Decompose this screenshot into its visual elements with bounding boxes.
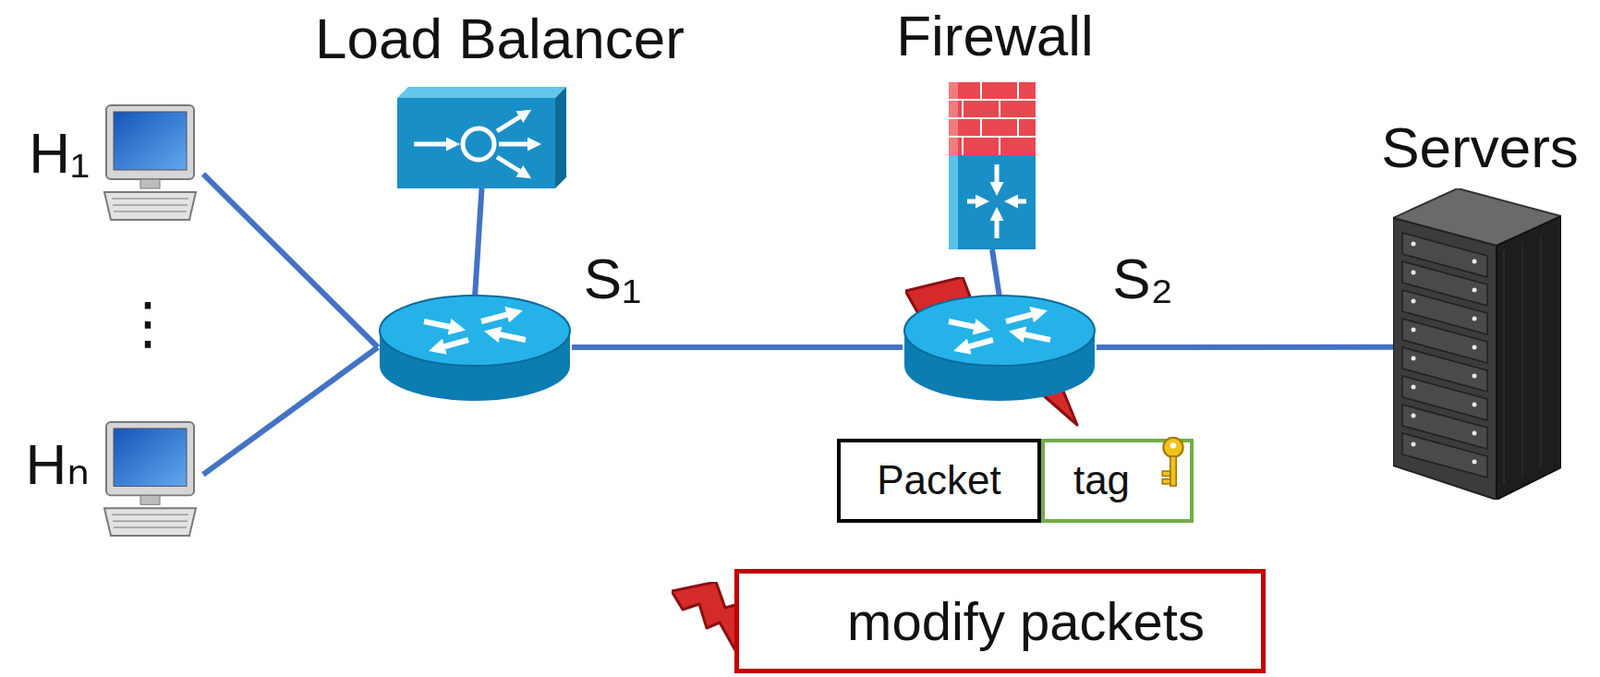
load-balancer: Load Balancer bbox=[397, 86, 567, 189]
node-label: H₁ bbox=[28, 121, 90, 185]
ellipsis-label: ⋮ bbox=[119, 291, 177, 355]
node-label: Servers bbox=[1381, 116, 1579, 180]
network-link bbox=[992, 249, 1000, 298]
box-text: modify packets bbox=[847, 592, 1205, 652]
network-link bbox=[474, 188, 483, 298]
host-computer: Hₙ bbox=[96, 418, 204, 541]
switch-router: S₂ bbox=[902, 291, 1097, 403]
host-computer: H₁ bbox=[96, 101, 204, 225]
node-label: Load Balancer bbox=[315, 7, 685, 71]
switch-router: S₁ bbox=[377, 291, 572, 403]
callout-box: modify packets bbox=[734, 569, 1266, 674]
box-text: tag bbox=[1073, 458, 1130, 503]
tag-box: tag bbox=[1041, 438, 1194, 523]
box-text: Packet bbox=[876, 458, 1002, 503]
network-link bbox=[203, 173, 378, 348]
node-label: Firewall bbox=[896, 4, 1094, 68]
node-label: S₁ bbox=[583, 247, 642, 311]
network-link bbox=[1096, 344, 1394, 351]
server-rack: Servers bbox=[1393, 188, 1562, 500]
firewall: Firewall bbox=[948, 81, 1036, 250]
network-link bbox=[203, 347, 378, 475]
key-icon bbox=[1158, 435, 1188, 491]
node-label: Hₙ bbox=[25, 433, 90, 497]
node-label: S₂ bbox=[1112, 247, 1173, 311]
network-link bbox=[571, 344, 903, 351]
packet-box: Packet bbox=[836, 438, 1042, 523]
